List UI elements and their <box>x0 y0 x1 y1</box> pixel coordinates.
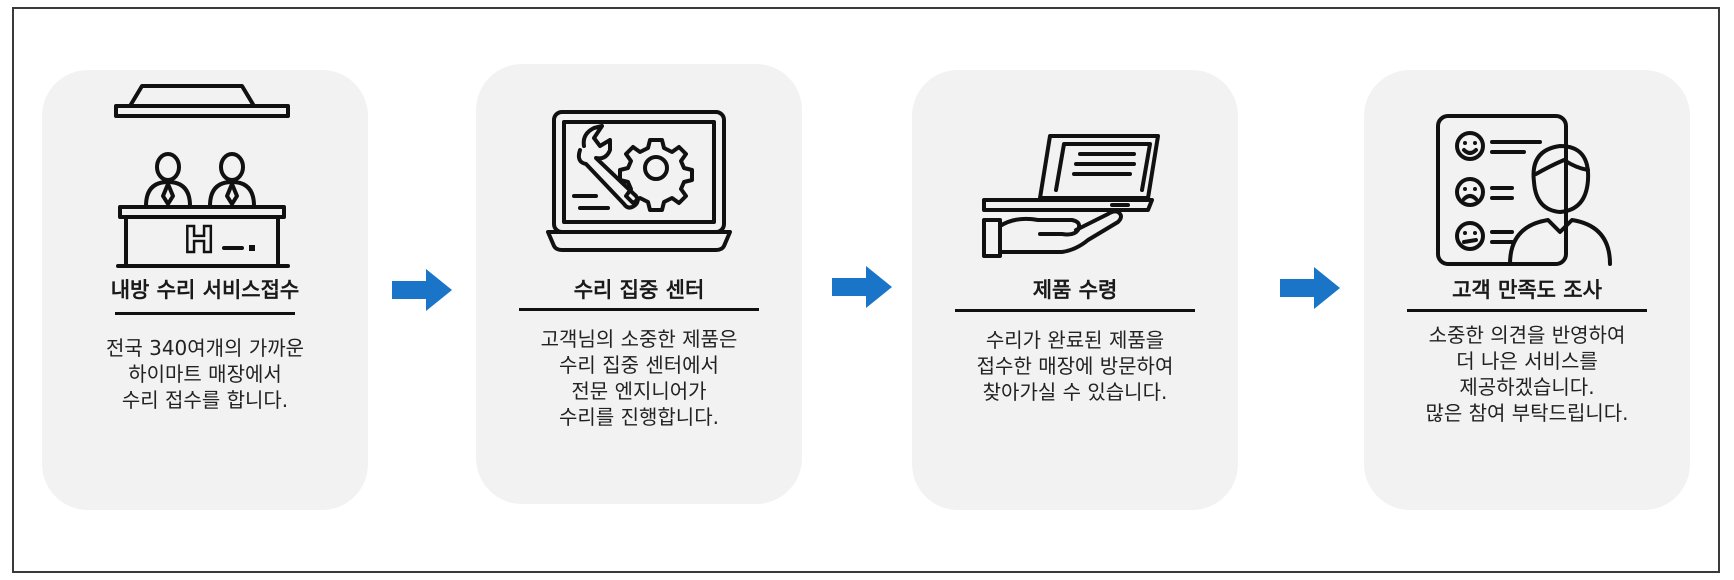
step-description: 고객님의 소중한 제품은 수리 집중 센터에서 전문 엔지니어가 수리를 진행합… <box>540 327 738 429</box>
arrow-right-icon <box>832 266 892 308</box>
step-card-repair-center: 수리 집중 센터 고객님의 소중한 제품은 수리 집중 센터에서 전문 엔지니어… <box>476 64 802 504</box>
title-underline <box>955 309 1195 312</box>
satisfaction-survey-icon <box>1436 114 1612 266</box>
arrow-shape <box>832 266 892 308</box>
step-description: 소중한 의견을 반영하여 더 나은 서비스를 제공하겠습니다. 많은 참여 부탁… <box>1425 323 1629 425</box>
step-description: 전국 340여개의 가까운 하이마트 매장에서 수리 접수를 합니다. <box>105 336 305 412</box>
step-title: 제품 수령 <box>1032 278 1118 302</box>
happy-face-icon <box>1455 131 1485 161</box>
laptop-repair-icon <box>546 110 732 252</box>
step-card-pickup: 제품 수령 수리가 완료된 제품을 접수한 매장에 방문하여 찾아가실 수 있습… <box>912 70 1238 510</box>
reception-desk-icon: H <box>114 84 290 268</box>
step-description: 수리가 완료된 제품을 접수한 매장에 방문하여 찾아가실 수 있습니다. <box>976 328 1174 404</box>
step-title: 고객 만족도 조사 <box>1452 278 1602 302</box>
desk-letter: H <box>184 220 214 261</box>
sad-face-icon <box>1455 177 1485 207</box>
title-underline <box>1407 309 1647 312</box>
arrow-right-icon <box>1280 267 1340 309</box>
arrow-shape <box>1280 267 1340 309</box>
step-title: 수리 집중 센터 <box>573 278 705 302</box>
arrow-shape <box>392 269 452 311</box>
arrow-right-icon <box>392 269 452 311</box>
title-underline <box>519 308 759 311</box>
step-title: 내방 수리 서비스접수 <box>110 278 300 302</box>
unhappy-face-icon <box>1455 221 1485 251</box>
step-card-reception: H 내방 수리 서비스접수 전국 340여개의 가까운 하이마트 매장에서 수리… <box>42 70 368 510</box>
laptop-on-hand-icon <box>982 134 1160 258</box>
step-card-survey: 고객 만족도 조사 소중한 의견을 반영하여 더 나은 서비스를 제공하겠습니다… <box>1364 70 1690 510</box>
title-underline <box>115 312 295 315</box>
